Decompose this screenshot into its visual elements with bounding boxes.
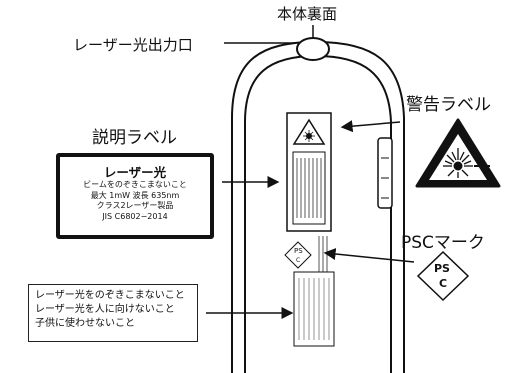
description-line: JIS C6802−2014 — [102, 211, 168, 221]
description-label-title: 説明ラベル — [92, 128, 177, 148]
warning-label-title: 警告ラベル — [406, 95, 491, 115]
description-heading: レーザー光 — [103, 165, 167, 180]
caution-line: レーザー光を人に向けないこと — [35, 304, 175, 315]
psc-mark-title: PSCマーク — [401, 233, 485, 253]
svg-text:C: C — [296, 257, 300, 264]
device-bottom-label — [293, 271, 335, 347]
laser-output-hole — [296, 37, 330, 61]
psc-mark-text-bottom: C — [439, 277, 448, 290]
caution-line: レーザー光をのぞきこまないこと — [35, 290, 185, 301]
caution-note-box: レーザー光をのぞきこまないこと レーザー光を人に向けないこと 子供に使わせないこ… — [28, 284, 198, 342]
description-line: 最大 1mW 波長 635nm — [90, 190, 180, 200]
device-psc-mark: PS C — [284, 241, 312, 269]
psc-mark-icon — [416, 250, 470, 302]
caution-line: 子供に使わせないこと — [35, 318, 135, 329]
description-line: ビームをのぞきこまないこと — [83, 180, 187, 189]
psc-mark-text-top: PS — [434, 262, 450, 275]
psc-arrow — [323, 248, 415, 263]
device-warning-label — [286, 112, 332, 232]
back-side-title: 本体裏面 — [277, 5, 338, 23]
warning-label-arrow — [340, 120, 401, 133]
laser-warning-icon — [415, 118, 501, 188]
svg-text:PS: PS — [294, 247, 303, 255]
description-label-box: レーザー光 ビームをのぞきこまないこと 最大 1mW 波長 635nm クラス2… — [56, 153, 214, 239]
side-button — [377, 137, 393, 209]
description-line: クラス2レーザー製品 — [96, 201, 174, 210]
laser-output-label: レーザー光出力口 — [73, 36, 193, 54]
